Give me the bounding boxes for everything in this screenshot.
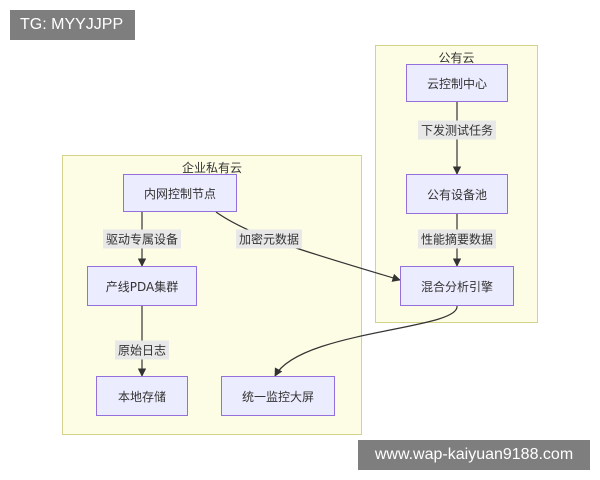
node-unified-dashboard: 统一监控大屏: [221, 376, 335, 416]
node-cloud-control: 云控制中心: [406, 64, 508, 102]
node-pda-cluster: 产线PDA集群: [87, 266, 197, 306]
edge-label-perf-summary: 性能摘要数据: [417, 229, 497, 249]
node-local-storage: 本地存储: [96, 376, 188, 416]
edge-label-dispatch-tasks: 下发测试任务: [417, 120, 497, 140]
watermark-bottom: www.wap-kaiyuan9188.com: [358, 440, 590, 470]
edge-label-encrypt-meta: 加密元数据: [235, 229, 303, 249]
edge-engine-to-dashboard: [274, 305, 458, 377]
node-intranet-control: 内网控制节点: [123, 174, 237, 212]
edge-label-drive-devices: 驱动专属设备: [102, 229, 182, 249]
node-public-pool: 公有设备池: [406, 174, 508, 214]
public-cloud-title: 公有云: [438, 51, 475, 65]
watermark-top: TG: MYYJJPP: [10, 10, 135, 40]
edge-label-raw-logs: 原始日志: [114, 340, 170, 360]
node-hybrid-engine: 混合分析引擎: [400, 266, 514, 306]
private-cloud-title: 企业私有云: [181, 161, 242, 175]
